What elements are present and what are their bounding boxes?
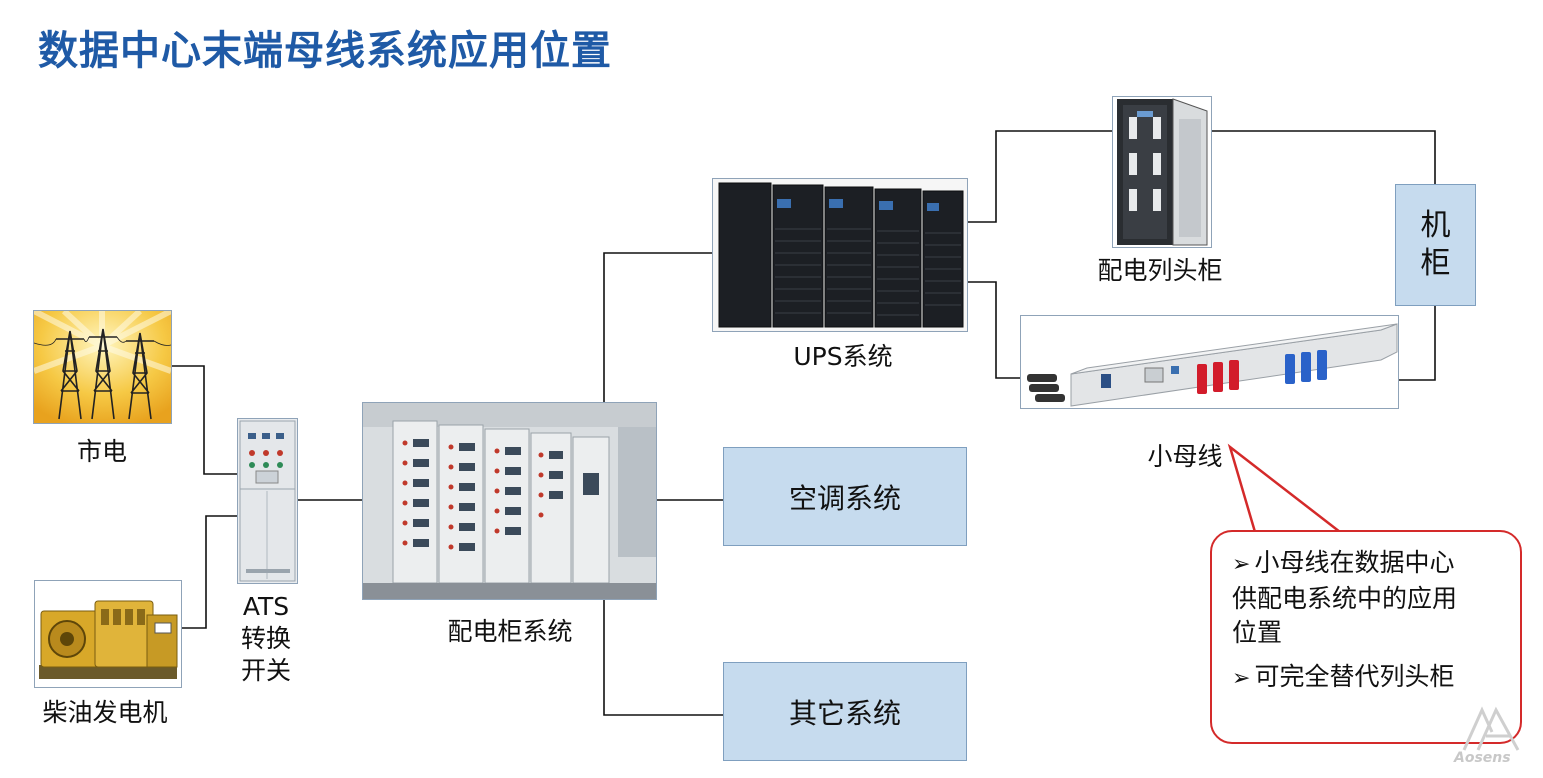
switchgear-photo (362, 402, 657, 600)
hvac-system-box: 空调系统 (723, 447, 967, 546)
switchgear-label: 配电柜系统 (447, 617, 573, 646)
ups-cabinets-icon (713, 179, 967, 331)
generator-label: 柴油发电机 (42, 698, 168, 727)
busway-label: 小母线 (1147, 442, 1223, 471)
watermark-logo: Aosens (1452, 702, 1532, 774)
callout-box: ➢小母线在数据中心 供配电系统中的应用 位置 ➢可完全替代列头柜 (1210, 530, 1522, 744)
ats-cabinet-icon (239, 420, 296, 582)
callout-item-1-line2: 供配电系统中的应用 (1232, 584, 1458, 613)
ups-label: UPS系统 (793, 342, 893, 371)
busway-icon (1027, 323, 1398, 407)
row-cabinet-photo (1112, 96, 1212, 248)
power-tower-icon (34, 311, 171, 423)
row-cabinet-icon (1117, 98, 1208, 246)
generator-icon (39, 600, 178, 679)
arrow-bullet-icon: ➢ (1232, 666, 1251, 691)
grid-power-photo (33, 310, 172, 424)
wire-grid-ats (170, 365, 237, 475)
callout-item-1-line3: 位置 (1232, 618, 1283, 647)
rack-box: 机 柜 (1395, 184, 1476, 306)
grid-label: 市电 (76, 437, 127, 466)
page-title: 数据中心末端母线系统应用位置 (38, 28, 612, 74)
rack-label-line2: 柜 (1420, 246, 1451, 281)
wire-ups-rowcab (966, 130, 1112, 223)
wire-rowcab-rack (1210, 130, 1436, 184)
wire-gen-ats (180, 515, 237, 629)
ats-label-line1: ATS (242, 592, 290, 621)
ats-label-line2: 转换 (240, 624, 291, 653)
wire-switchgear-ups (603, 252, 712, 402)
callout-item-2: ➢可完全替代列头柜 (1232, 660, 1502, 696)
watermark-text: Aosens (1454, 750, 1511, 766)
ats-label-line3: 开关 (240, 656, 291, 685)
wire-ups-busway (966, 281, 1022, 379)
generator-photo (34, 580, 182, 688)
callout-pointer (1227, 443, 1341, 533)
callout-item-1-line1: 小母线在数据中心 (1254, 548, 1455, 577)
callout-item-2-text: 可完全替代列头柜 (1254, 662, 1455, 691)
switchgear-cabinets-icon (363, 403, 656, 599)
watermark-mark-icon (1462, 706, 1520, 751)
wire-switchgear-other (603, 598, 723, 716)
row-cabinet-label: 配电列头柜 (1097, 256, 1223, 285)
other-system-box: 其它系统 (723, 662, 967, 761)
busway-photo (1020, 315, 1399, 409)
callout-item-1: ➢小母线在数据中心 (1232, 546, 1502, 582)
ats-photo (237, 418, 298, 584)
rack-label-line1: 机 (1420, 208, 1451, 243)
ups-photo (712, 178, 968, 332)
arrow-bullet-icon: ➢ (1232, 552, 1251, 577)
wire-busway-rack (1397, 304, 1436, 381)
